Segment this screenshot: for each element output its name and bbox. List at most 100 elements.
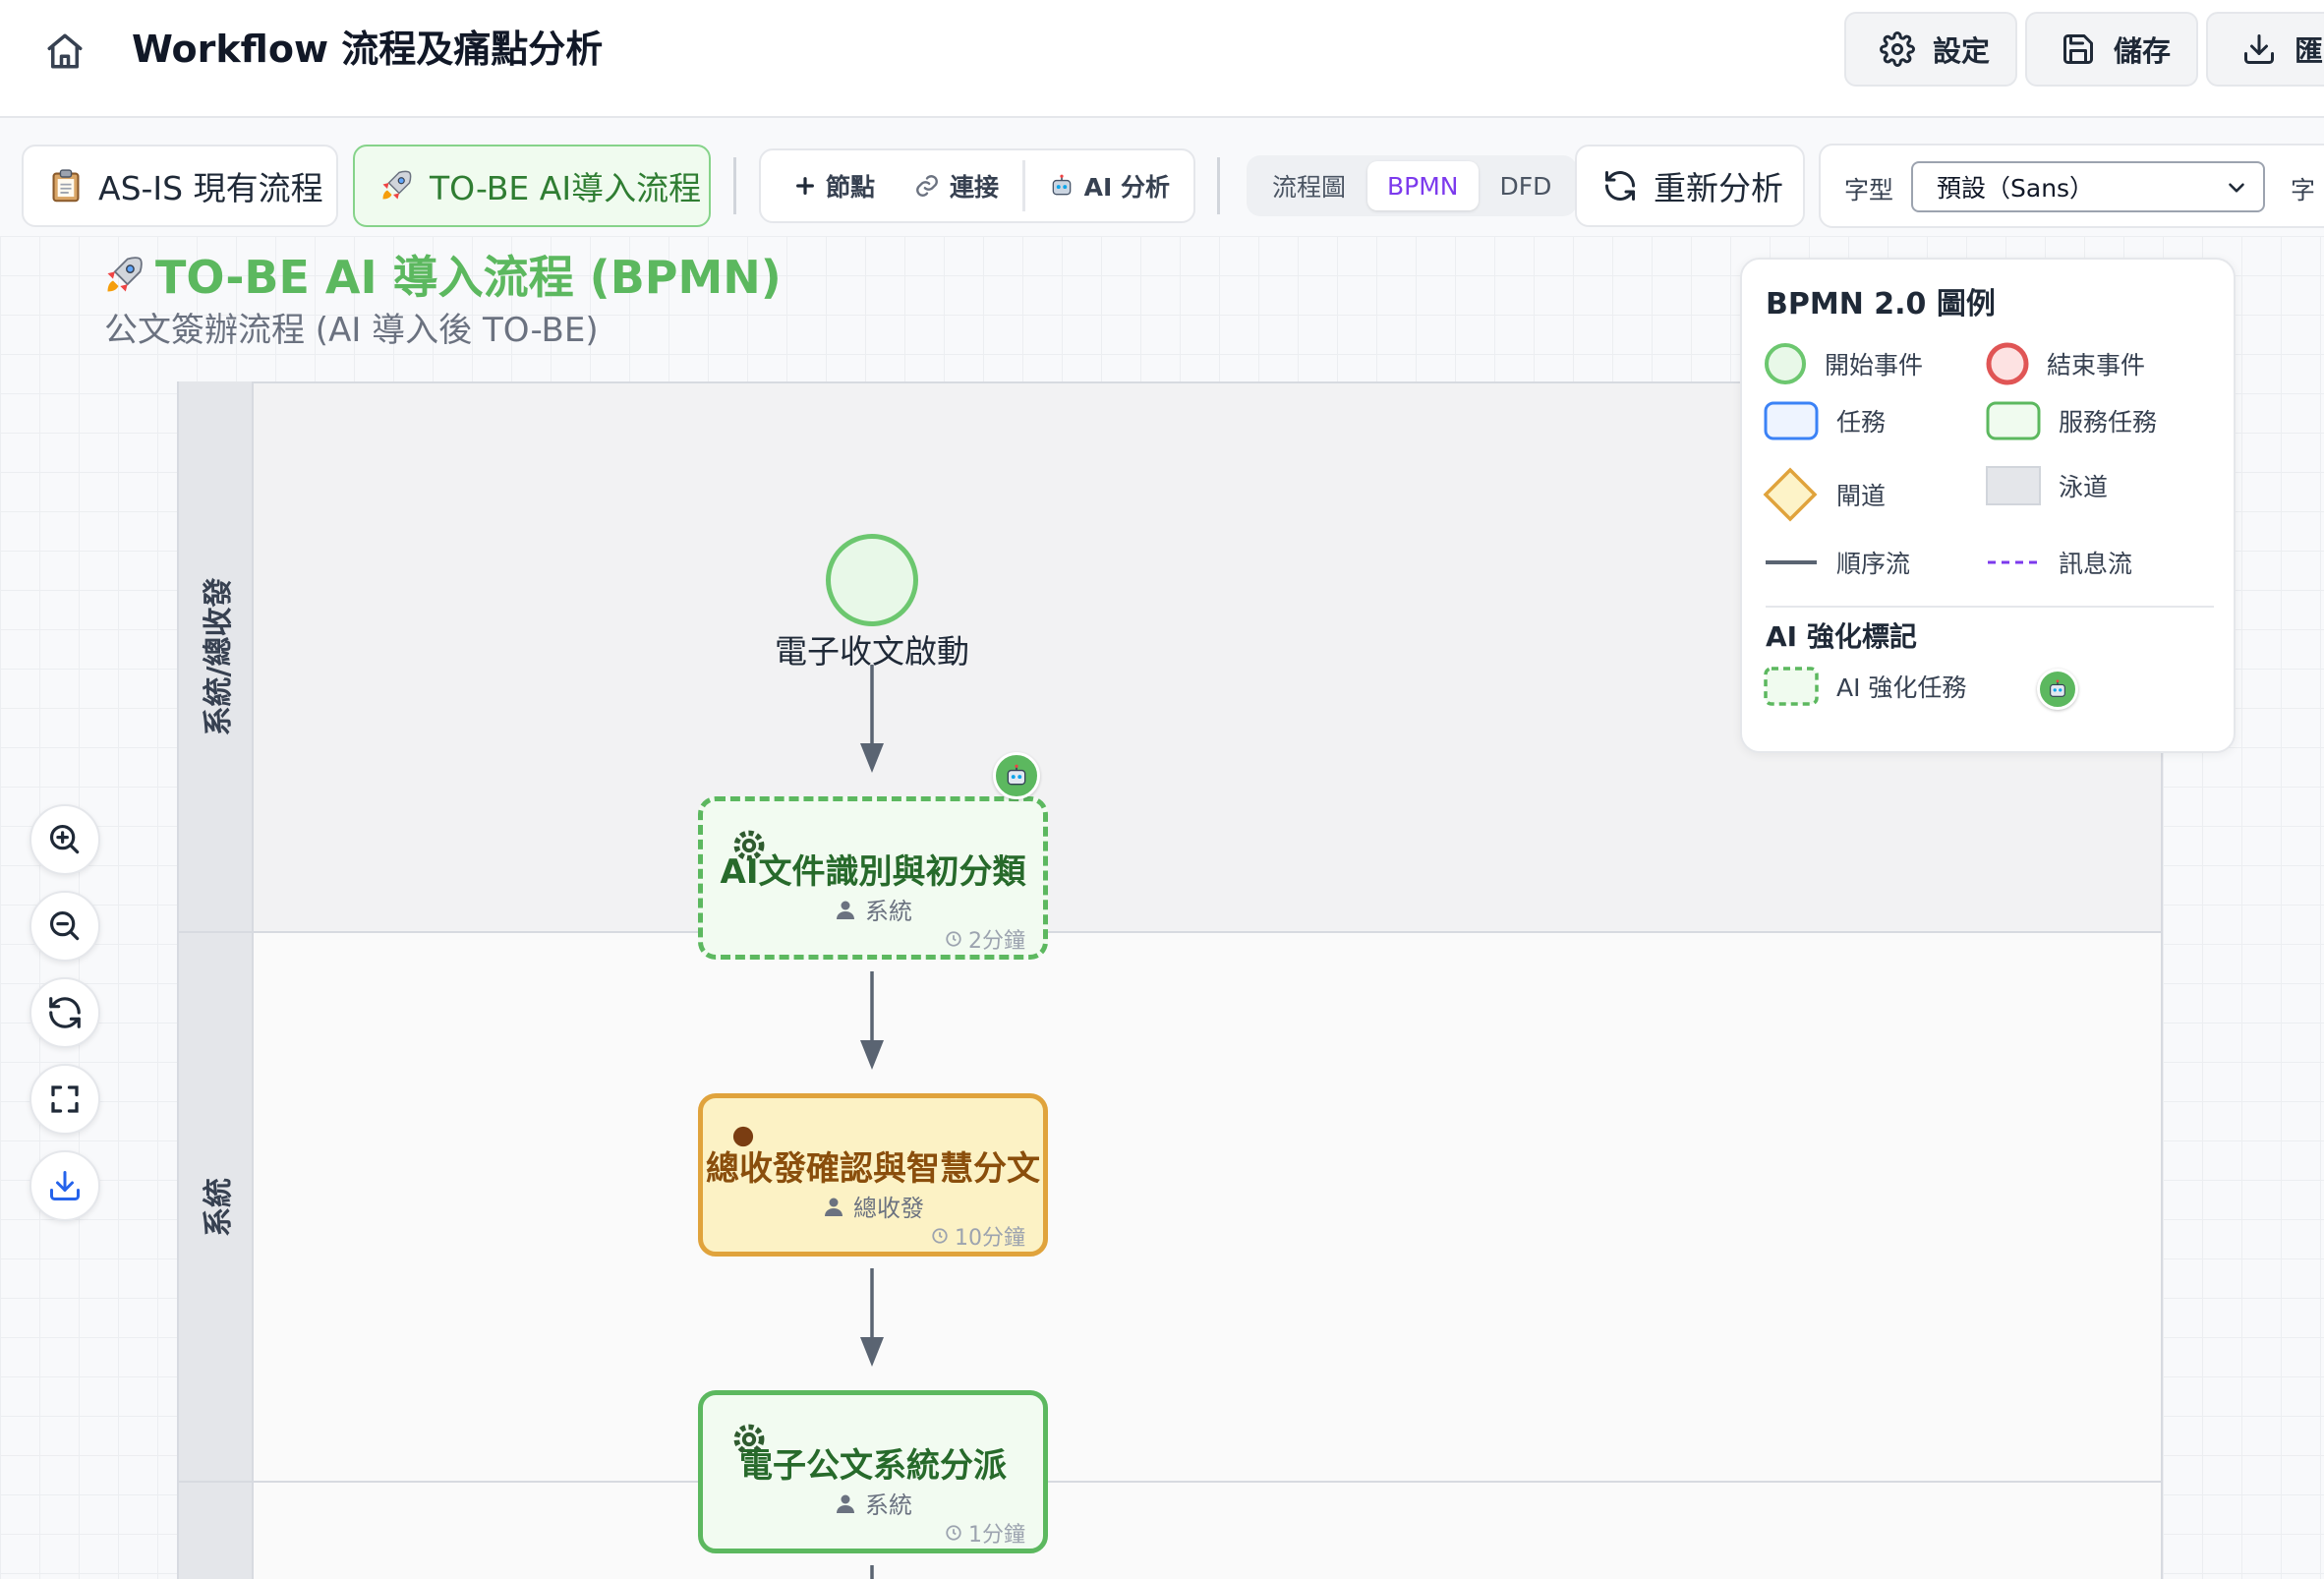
legend-label: 閘道	[1836, 482, 1887, 510]
clock-icon	[945, 1524, 962, 1542]
legend-end-event: 結束事件	[1986, 342, 2145, 385]
plus-icon	[794, 175, 816, 197]
group-divider	[1022, 160, 1025, 211]
user-icon	[822, 1195, 845, 1218]
lane-label: 系統	[202, 1178, 236, 1237]
download-icon	[2241, 31, 2277, 67]
user-icon	[834, 898, 857, 921]
connect-button[interactable]: 連接	[899, 150, 1022, 221]
task-name: 電子公文系統分派	[739, 1446, 1007, 1486]
start-event[interactable]	[826, 534, 918, 626]
fullscreen-icon	[47, 1082, 83, 1117]
robot-icon	[2047, 678, 2068, 700]
download-icon	[47, 1168, 83, 1203]
legend-title: BPMN 2.0 圖例	[1766, 287, 1996, 322]
connect-label: 連接	[950, 173, 1000, 202]
manual-task-node[interactable]: 總收發確認與智慧分文 總收發 10分鐘	[698, 1093, 1048, 1257]
toolbar-divider	[1217, 157, 1220, 214]
legend-task: 任務	[1764, 401, 1886, 440]
settings-button[interactable]: 設定	[1844, 12, 2017, 87]
ai-analysis-button[interactable]: AI 分析	[1025, 150, 1193, 221]
font-select[interactable]: 預設（Sans）	[1911, 161, 2265, 212]
chevron-down-icon	[2224, 175, 2249, 201]
tab-to-be-label: TO-BE AI導入流程	[430, 169, 702, 207]
rocket-icon	[102, 254, 145, 297]
home-button[interactable]	[39, 26, 90, 77]
task-duration: 10分鐘	[931, 1220, 1025, 1252]
swimlane-icon	[1986, 466, 2041, 505]
ai-task-icon	[1764, 667, 1819, 706]
diagram-subtitle: 公文簽辦流程 (AI 導入後 TO-BE)	[104, 311, 599, 350]
font-size-label: 字	[2291, 176, 2316, 205]
view-flowchart-tab[interactable]: 流程圖	[1272, 173, 1347, 202]
end-event-icon	[1986, 342, 2029, 385]
zoom-in-button[interactable]	[29, 804, 100, 875]
task-name: AI文件識別與初分類	[720, 852, 1026, 892]
view-dfd-tab[interactable]: DFD	[1499, 171, 1552, 201]
gear-icon	[1880, 31, 1915, 67]
tab-as-is[interactable]: AS-IS 現有流程	[22, 145, 338, 227]
robot-icon	[1004, 763, 1029, 789]
legend-label: 任務	[1836, 408, 1887, 437]
refresh-icon	[46, 994, 84, 1031]
diagram-title: TO-BE AI 導入流程 (BPMN)	[102, 242, 782, 307]
legend-swimlane: 泳道	[1986, 466, 2108, 505]
legend-sequence-flow: 順序流	[1764, 545, 1910, 580]
ai-badge-icon	[2037, 669, 2078, 710]
legend-start-event: 開始事件	[1764, 342, 1923, 385]
download-image-button[interactable]	[29, 1150, 100, 1221]
manual-marker-icon	[732, 1126, 754, 1147]
task-duration: 1分鐘	[945, 1517, 1025, 1549]
legend-label: 服務任務	[2059, 408, 2158, 437]
app-header: Workflow 流程及痛點分析 設定 儲存 匯出	[0, 0, 2324, 118]
legend-label: 順序流	[1836, 550, 1911, 578]
task-role: 系統	[703, 892, 1043, 926]
task-role: 總收發	[703, 1189, 1043, 1223]
tab-to-be[interactable]: TO-BE AI導入流程	[353, 145, 711, 227]
task-icon	[1764, 401, 1819, 440]
toolbar-divider	[733, 157, 736, 214]
reset-view-button[interactable]	[29, 977, 100, 1048]
diagram-title-text: TO-BE AI 導入流程 (BPMN)	[155, 251, 782, 304]
task-role: 系統	[703, 1486, 1043, 1520]
reanalyze-button[interactable]: 重新分析	[1575, 145, 1805, 227]
legend-divider	[1766, 606, 2214, 608]
zoom-in-icon	[46, 821, 84, 858]
fit-screen-button[interactable]	[29, 1064, 100, 1135]
font-label: 字型	[1844, 176, 1894, 205]
clock-icon	[931, 1227, 949, 1245]
task-duration-text: 2分鐘	[968, 929, 1025, 954]
ai-badge	[993, 752, 1040, 799]
start-event-label: 電子收文啟動	[775, 632, 969, 671]
lane-label: 系統/總收發	[202, 577, 236, 736]
font-select-value: 預設（Sans）	[1937, 174, 2095, 203]
task-name: 總收發確認與智慧分文	[706, 1149, 1040, 1189]
lane-divider	[177, 931, 2163, 933]
save-button[interactable]: 儲存	[2025, 12, 2198, 87]
save-icon	[2061, 31, 2096, 67]
robot-icon	[1049, 173, 1075, 199]
legend-message-flow: 訊息流	[1986, 545, 2132, 580]
service-gear-icon	[730, 827, 768, 864]
export-button[interactable]: 匯出	[2206, 12, 2324, 87]
export-label: 匯出	[2295, 34, 2324, 68]
link-icon	[914, 173, 940, 199]
task-role-text: 系統	[865, 898, 912, 925]
ai-task-node[interactable]: AI文件識別與初分類 系統 2分鐘	[698, 796, 1048, 960]
view-bpmn-tab[interactable]: BPMN	[1367, 161, 1479, 210]
legend-service-task: 服務任務	[1986, 401, 2157, 440]
reanalyze-label: 重新分析	[1654, 169, 1783, 207]
zoom-out-icon	[46, 907, 84, 945]
zoom-out-button[interactable]	[29, 891, 100, 962]
start-event-icon	[1764, 342, 1807, 385]
service-task-node[interactable]: 電子公文系統分派 系統 1分鐘	[698, 1390, 1048, 1553]
save-label: 儲存	[2114, 34, 2172, 68]
message-flow-icon	[1986, 553, 2041, 572]
lane-divider	[177, 1481, 2163, 1483]
clock-icon	[945, 930, 962, 948]
refresh-icon	[1602, 168, 1638, 204]
pool-header	[177, 381, 254, 1579]
settings-label: 設定	[1933, 34, 1991, 68]
service-gear-icon	[730, 1421, 768, 1458]
add-node-button[interactable]: 節點	[761, 150, 899, 221]
